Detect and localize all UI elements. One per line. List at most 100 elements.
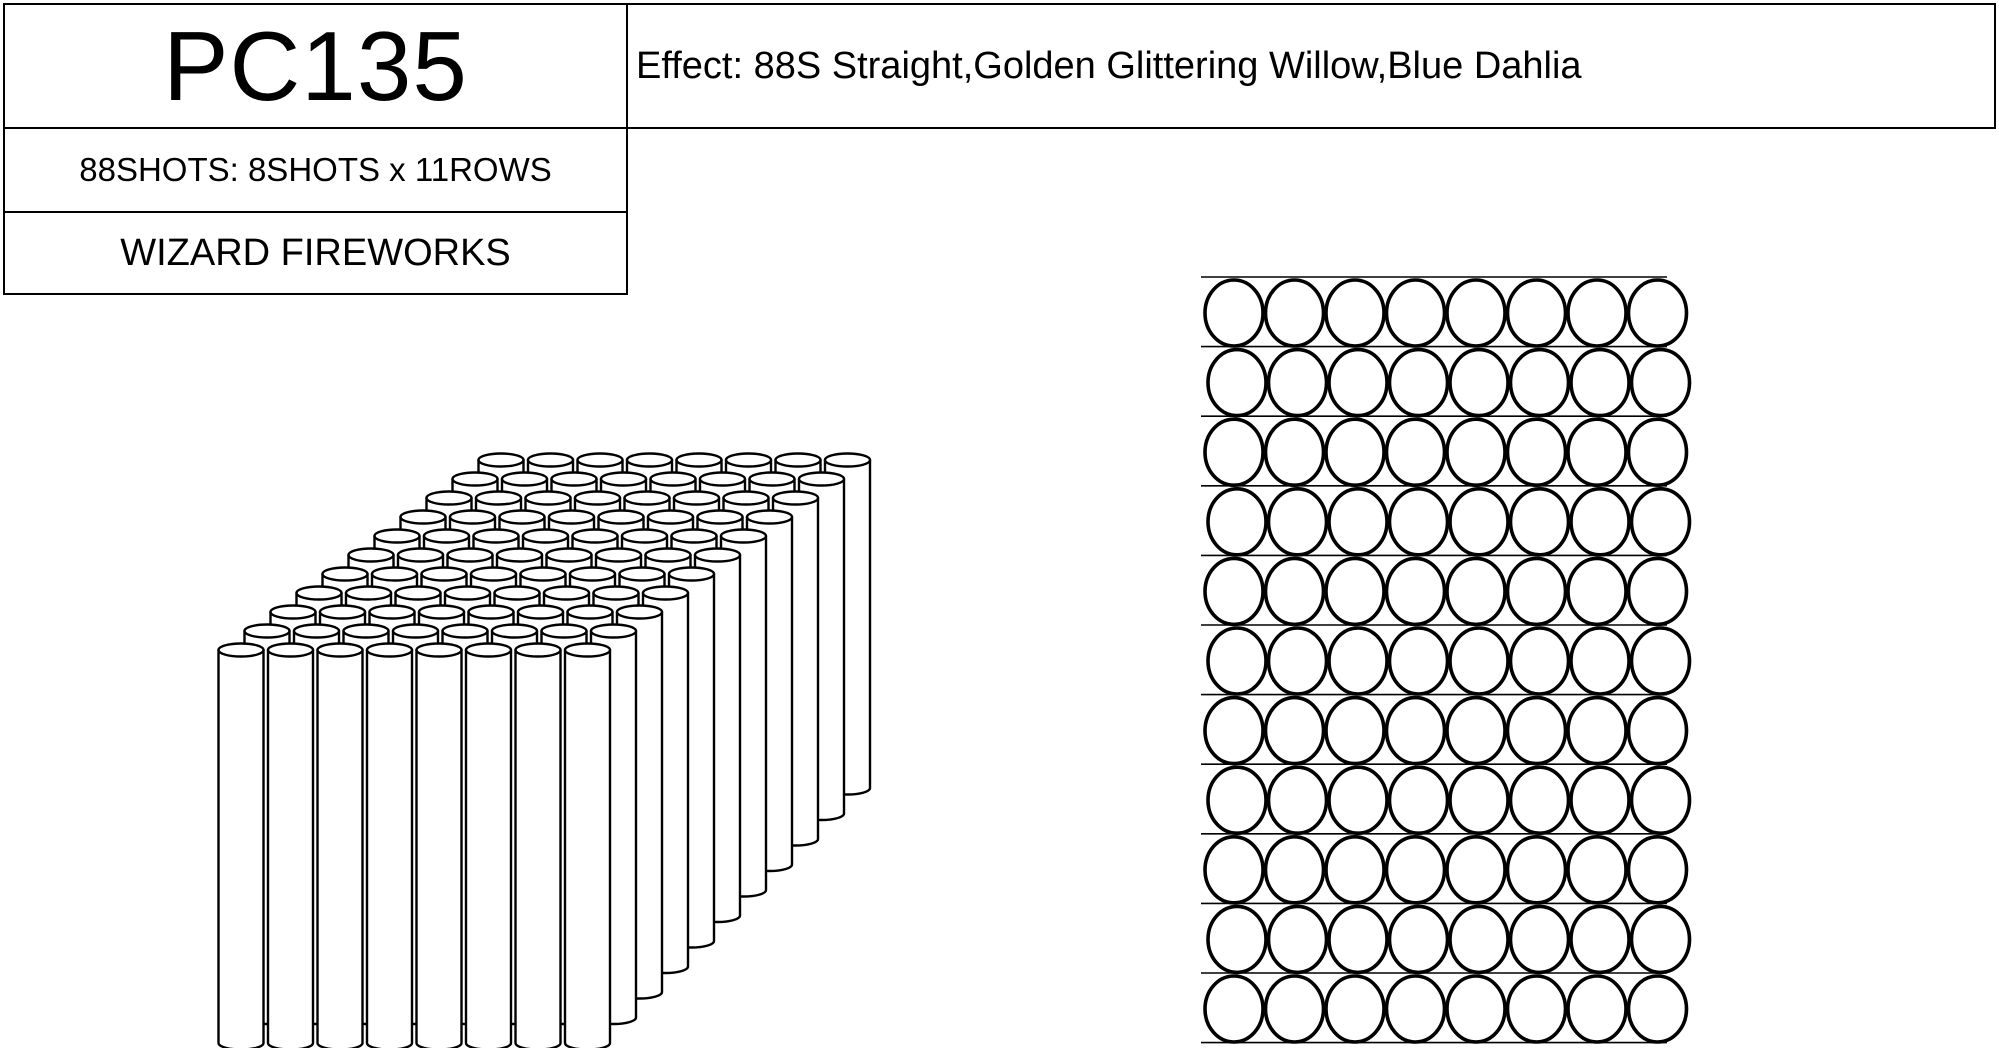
tube-circle xyxy=(1384,974,1447,1044)
effect-cell: Effect: 88S Straight,Golden Glittering W… xyxy=(626,3,1996,129)
shots-spec: 88SHOTS: 8SHOTS x 11ROWS xyxy=(79,151,552,188)
tube-circle xyxy=(1327,347,1389,418)
tube-circle xyxy=(1505,556,1568,627)
tube xyxy=(266,642,315,1048)
tube-circle xyxy=(1445,417,1507,488)
tube-circle xyxy=(1448,347,1510,418)
tube-circle xyxy=(1327,904,1389,975)
tube-circle xyxy=(1566,278,1628,348)
tube-circle xyxy=(1508,486,1571,557)
tube-circle xyxy=(1629,486,1692,557)
tube-circle xyxy=(1508,765,1571,836)
tube-circle xyxy=(1387,486,1450,557)
product-code-cell: PC135 xyxy=(3,3,628,129)
tube-circle xyxy=(1629,626,1692,696)
tube-circle xyxy=(1327,486,1389,557)
tube-circle xyxy=(1324,556,1386,627)
tube-circle xyxy=(1327,765,1389,836)
tube-circle xyxy=(1569,765,1631,836)
tube-circle xyxy=(1629,765,1692,836)
tube-circle xyxy=(1203,278,1265,348)
tube xyxy=(415,642,463,1048)
tube-circle xyxy=(1569,626,1631,696)
tube-circle xyxy=(1203,695,1265,766)
tube-circle xyxy=(1566,695,1628,766)
tube-circle xyxy=(1569,486,1631,557)
tube-circle xyxy=(1324,278,1386,348)
tube-circle xyxy=(1324,695,1386,766)
tube-circle xyxy=(1384,278,1447,348)
tube-circle xyxy=(1387,347,1450,418)
tube-circle xyxy=(1206,765,1268,836)
product-code: PC135 xyxy=(163,11,468,121)
brand-cell: WIZARD FIREWORKS xyxy=(3,211,628,295)
tube-circle xyxy=(1445,695,1507,766)
tube-circle xyxy=(1263,974,1326,1044)
tube-circle xyxy=(1384,695,1447,766)
tube-circle xyxy=(1626,834,1689,905)
tube-circle xyxy=(1626,278,1689,348)
shots-cell: 88SHOTS: 8SHOTS x 11ROWS xyxy=(3,127,628,213)
tube-circle xyxy=(1203,834,1265,905)
tube-circle xyxy=(1263,278,1326,348)
tube-circle xyxy=(1448,904,1510,975)
tube-circle xyxy=(1448,486,1510,557)
tube-circle xyxy=(1566,556,1628,627)
tube-circle xyxy=(1566,974,1628,1044)
tube-circle xyxy=(1206,347,1268,418)
tube-circle xyxy=(1445,278,1507,348)
tube-circle xyxy=(1445,834,1507,905)
tube-circle xyxy=(1266,765,1329,836)
tube-circle xyxy=(1445,974,1507,1044)
tube xyxy=(464,642,513,1048)
tube-circle xyxy=(1569,904,1631,975)
tube-circle xyxy=(1448,765,1510,836)
tube-circle xyxy=(1445,556,1507,627)
tube-circle xyxy=(1263,834,1326,905)
tube-circle xyxy=(1324,417,1386,488)
tube-circle xyxy=(1626,556,1689,627)
tube-circle xyxy=(1566,834,1628,905)
tube-circle xyxy=(1505,278,1568,348)
tube-circle xyxy=(1387,765,1450,836)
tube xyxy=(316,642,364,1048)
tube-circle xyxy=(1203,556,1265,627)
tube-circle xyxy=(1508,904,1571,975)
tube-circle xyxy=(1384,834,1447,905)
tube-circle xyxy=(1206,626,1268,696)
tube xyxy=(365,642,414,1048)
tube-circle xyxy=(1384,417,1447,488)
tube-circle xyxy=(1324,974,1386,1044)
tube-circle xyxy=(1384,556,1447,627)
brand-name: WIZARD FIREWORKS xyxy=(120,231,511,274)
effect-description: Effect: 88S Straight,Golden Glittering W… xyxy=(636,44,1582,87)
tube xyxy=(514,642,562,1048)
tube-circle xyxy=(1206,486,1268,557)
tube-circle xyxy=(1505,695,1568,766)
tube-circle xyxy=(1266,626,1329,696)
tube-circle xyxy=(1266,904,1329,975)
tube-circle xyxy=(1508,347,1571,418)
tube-circle xyxy=(1203,974,1265,1044)
tube-circle xyxy=(1566,417,1628,488)
tube-circle xyxy=(1448,626,1510,696)
tube-circle xyxy=(1387,904,1450,975)
tube-circle xyxy=(1263,417,1326,488)
tube-circle xyxy=(1263,556,1326,627)
tube-circle xyxy=(1629,347,1692,418)
tube-circle xyxy=(1263,695,1326,766)
tube-circle xyxy=(1626,695,1689,766)
tube-circle xyxy=(1266,347,1329,418)
tube-circle xyxy=(1629,904,1692,975)
tube-circle xyxy=(1569,347,1631,418)
tube-circle xyxy=(1626,974,1689,1044)
tube-circle xyxy=(1626,417,1689,488)
tube-circle xyxy=(1505,834,1568,905)
tube-circle xyxy=(1324,834,1386,905)
tube-circle xyxy=(1505,974,1568,1044)
tube-circle xyxy=(1203,417,1265,488)
tube-circle xyxy=(1387,626,1450,696)
tube-circle xyxy=(1206,904,1268,975)
